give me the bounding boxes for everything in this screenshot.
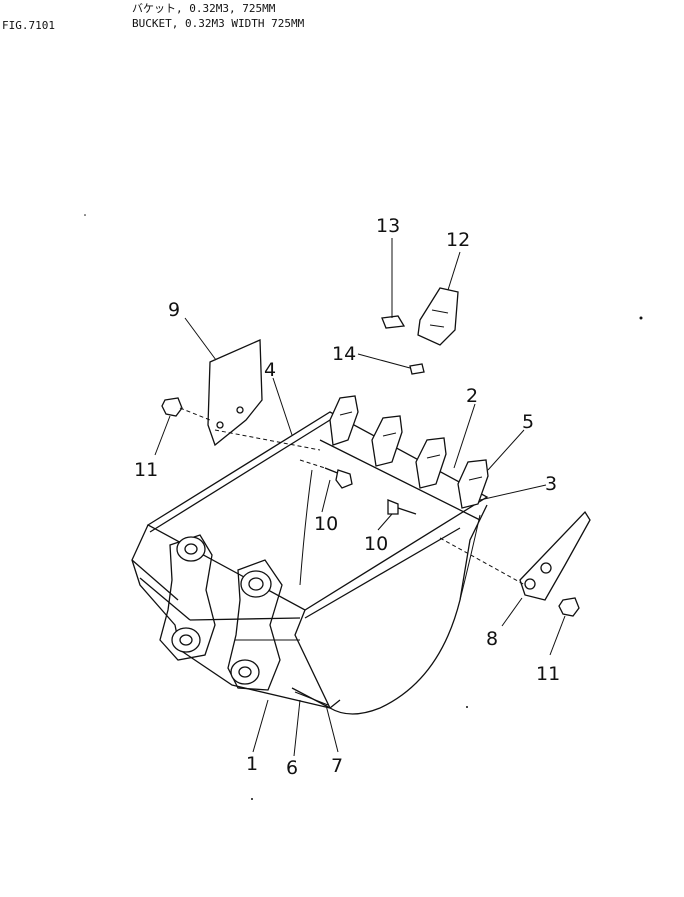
callout-8: 8 [486, 628, 498, 650]
tooth-point [417, 287, 459, 346]
side-cutter-left [207, 339, 321, 451]
callout-7: 7 [331, 755, 343, 777]
callout-numbers: 9 4 2 5 3 13 12 14 11 10 10 8 11 1 6 7 [134, 215, 560, 779]
bolt-lower [387, 499, 417, 515]
callout-11-right: 11 [536, 663, 560, 685]
callout-6: 6 [286, 757, 298, 779]
callout-4: 4 [264, 359, 276, 381]
mounting-lugs [159, 534, 283, 691]
callout-5: 5 [522, 411, 534, 433]
nut-left [161, 397, 211, 421]
bolt-upper [299, 459, 353, 489]
callout-11-left: 11 [134, 459, 158, 481]
nut-right [558, 597, 580, 617]
leader-lines [154, 238, 566, 757]
bucket-teeth [329, 395, 489, 509]
figure-number: FIG.7101 [2, 19, 55, 32]
callout-10-upper: 10 [314, 513, 338, 535]
figure-title-japanese: バケット, 0.32M3, 725MM [132, 2, 276, 15]
callout-9: 9 [168, 299, 180, 321]
callout-1: 1 [246, 753, 258, 775]
callout-3: 3 [545, 473, 557, 495]
callout-12: 12 [446, 229, 470, 251]
scan-specks [84, 214, 643, 800]
callout-10-lower: 10 [364, 533, 388, 555]
callout-2: 2 [466, 385, 478, 407]
figure-title-english: BUCKET, 0.32M3 WIDTH 725MM [132, 17, 305, 30]
callout-13: 13 [376, 215, 400, 237]
tooth-pin [409, 363, 425, 375]
tooth-lock [381, 315, 406, 329]
side-cutter-right [439, 510, 591, 601]
callout-14: 14 [332, 343, 356, 365]
